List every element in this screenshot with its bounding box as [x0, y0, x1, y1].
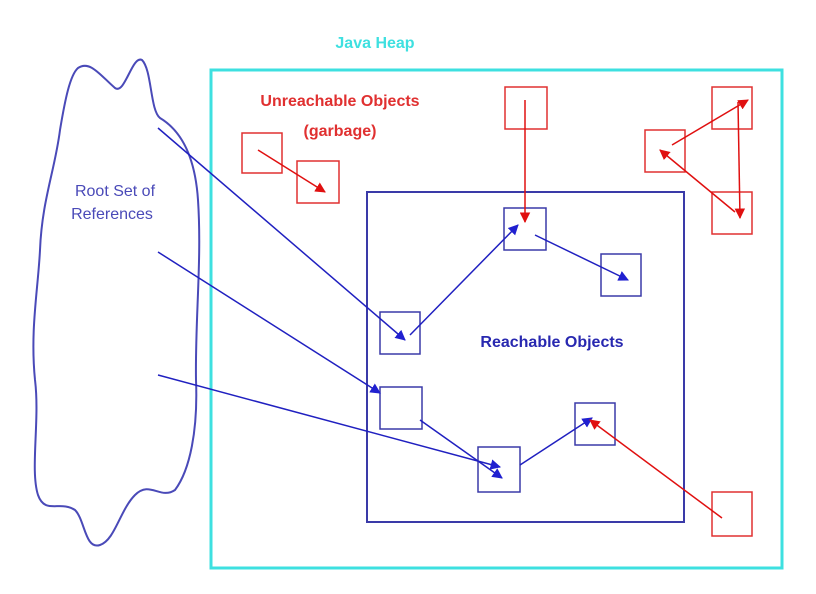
- garbage-object: [504, 86, 548, 130]
- garbage-object: [711, 191, 753, 235]
- root-label-1: Root Set of: [75, 183, 156, 200]
- reachable-objects-box: [366, 191, 685, 523]
- root-reference-arrow: [157, 374, 502, 470]
- garbage-object: [644, 129, 686, 173]
- garbage-reference-arrow: [257, 149, 326, 193]
- reachable-reference-arrow: [419, 419, 503, 479]
- garbage-reference-arrow: [589, 419, 723, 519]
- garbage-object: [296, 160, 340, 204]
- garbage-object: [711, 491, 753, 537]
- root-label-2: References: [71, 206, 153, 223]
- reachable-reference-arrow: [534, 234, 629, 281]
- garbage-object: [241, 132, 283, 174]
- garbage-object: [711, 86, 753, 130]
- reachable-object: [600, 253, 642, 297]
- reachable-reference-arrow: [409, 224, 519, 336]
- garbage-reference-arrow: [734, 101, 746, 220]
- reachable-label: Reachable Objects: [480, 334, 623, 351]
- unreachable-label-2: (garbage): [304, 123, 377, 140]
- reachable-reference-arrow: [519, 417, 593, 466]
- root-set-blob: [32, 58, 201, 547]
- root-reference-arrow: [157, 251, 381, 394]
- garbage-reference-arrow: [671, 99, 749, 146]
- garbage-reference-arrow: [659, 149, 736, 213]
- heap-title: Java Heap: [335, 35, 414, 52]
- reachable-object: [477, 446, 521, 493]
- java-heap-box: [209, 68, 784, 570]
- reference-arrows: [157, 99, 749, 519]
- root-reference-arrow: [157, 127, 406, 341]
- unreachable-objects: [241, 86, 753, 537]
- unreachable-label-1: Unreachable Objects: [260, 93, 419, 110]
- reachable-object: [379, 311, 421, 355]
- reachable-object: [574, 402, 616, 446]
- reachable-object: [379, 386, 423, 430]
